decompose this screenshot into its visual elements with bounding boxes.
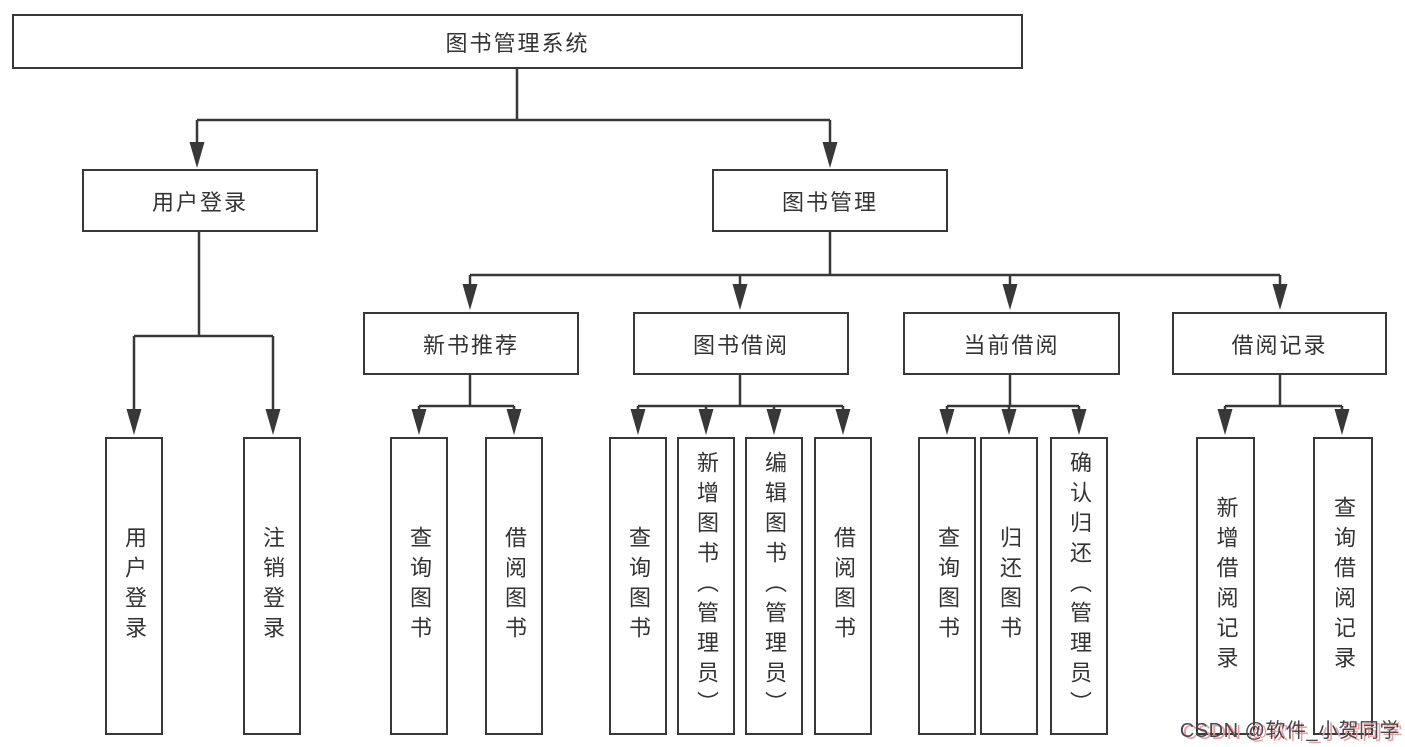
leaf-query-book-borrow: 查询图书 bbox=[609, 437, 667, 735]
leaf-confirm-return-admin: 确认归还（管理员） bbox=[1050, 437, 1108, 735]
leaf-query-borrow-record: 查询借阅记录 bbox=[1313, 437, 1373, 735]
arrowheads bbox=[126, 142, 1350, 435]
node-user-login: 用户登录 bbox=[82, 169, 318, 232]
leaf-edit-book-admin: 编辑图书（管理员） bbox=[745, 437, 803, 735]
node-root: 图书管理系统 bbox=[12, 14, 1023, 69]
csdn-watermark: CSDN @软件_小贺同学 bbox=[1179, 720, 1400, 742]
node-current-borrow: 当前借阅 bbox=[903, 312, 1120, 375]
node-new-book-recommend: 新书推荐 bbox=[363, 312, 579, 375]
node-book-management: 图书管理 bbox=[712, 169, 948, 232]
leaf-logout: 注销登录 bbox=[243, 437, 301, 735]
leaf-borrow-book: 借阅图书 bbox=[814, 437, 872, 735]
leaf-query-book-recommend: 查询图书 bbox=[390, 437, 448, 735]
leaf-user-login: 用户登录 bbox=[105, 437, 163, 735]
leaf-add-book-admin: 新增图书（管理员） bbox=[677, 437, 735, 735]
node-book-borrow: 图书借阅 bbox=[633, 312, 849, 375]
node-borrow-records: 借阅记录 bbox=[1172, 312, 1387, 375]
leaf-borrow-book-recommend: 借阅图书 bbox=[485, 437, 543, 735]
leaf-return-book: 归还图书 bbox=[980, 437, 1038, 735]
leaf-query-book-current: 查询图书 bbox=[918, 437, 976, 735]
leaf-add-borrow-record: 新增借阅记录 bbox=[1196, 437, 1255, 735]
